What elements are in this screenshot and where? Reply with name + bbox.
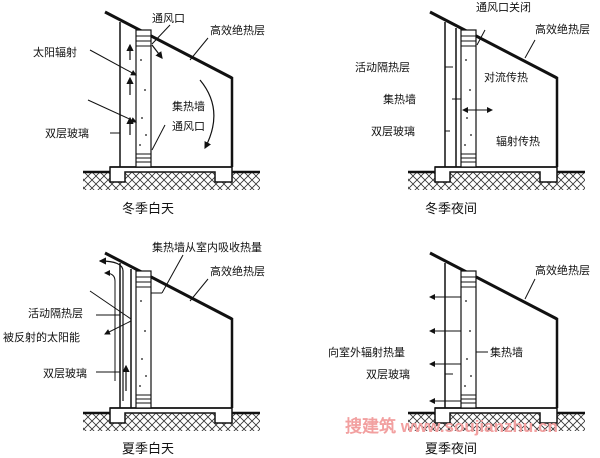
label-double-glass: 双层玻璃	[366, 367, 410, 381]
trombe-wall	[135, 29, 152, 168]
leader-line	[524, 278, 536, 300]
air-in-arrow	[151, 44, 163, 59]
trombe-wall	[460, 29, 477, 168]
label-vent-bottom: 通风口	[172, 120, 205, 133]
concrete-dot	[141, 117, 143, 119]
reflected-arrow	[104, 320, 132, 335]
watermark: 搜建筑 www.soujianzhu.cn	[345, 416, 558, 436]
concrete-dot	[145, 375, 147, 377]
caption-summer-night: 夏季夜间	[425, 442, 477, 457]
caption-winter-day: 冬季白天	[122, 201, 174, 217]
air-out-arrow	[98, 257, 124, 401]
leader-line	[476, 29, 486, 46]
concrete-dot	[140, 59, 142, 61]
label-convection: 对流传热	[484, 70, 528, 84]
concrete-dot	[144, 89, 146, 91]
trombe-wall	[135, 270, 152, 409]
leader-line	[524, 39, 536, 59]
label-wall-absorbs-heat: 集热墙从室内吸收热量	[152, 240, 262, 254]
leader-line	[151, 124, 166, 151]
air-out-arrow	[104, 270, 116, 381]
concrete-dot	[464, 144, 466, 146]
label-insulation: 高效绝热层	[210, 264, 265, 278]
concrete-dot	[466, 358, 468, 360]
insulated-roof	[104, 10, 233, 80]
label-insulation: 高效绝热层	[535, 22, 590, 36]
concrete-dot	[141, 358, 143, 360]
solar-ray-arrow	[89, 49, 137, 76]
leader-line	[189, 37, 209, 61]
label-trombe-wall: 集热墙	[490, 345, 523, 359]
air-circulation-arrow	[199, 79, 215, 150]
concrete-dot	[145, 134, 147, 136]
concrete-dot	[464, 385, 466, 387]
label-vent-closed: 通风口关闭	[476, 0, 531, 14]
label-trombe-wall: 集热墙	[172, 99, 205, 113]
panel-summer-day	[83, 251, 260, 431]
label-reflected-solar: 被反射的太阳能	[3, 330, 80, 344]
insulated-roof	[429, 10, 558, 80]
trombe-wall	[460, 270, 477, 409]
label-solar-radiation: 太阳辐射	[33, 45, 77, 59]
concrete-dot	[469, 330, 471, 332]
panel-winter-day	[83, 10, 260, 190]
solar-ray-arrow	[87, 99, 137, 123]
label-insulation: 高效绝热层	[210, 23, 265, 37]
concrete-dot	[139, 385, 141, 387]
concrete-dot	[465, 59, 467, 61]
leader-line	[161, 254, 184, 294]
label-movable-insulation: 活动隔热层	[355, 61, 410, 74]
label-radiation: 辐射传热	[496, 134, 540, 148]
caption-summer-day: 夏季白天	[122, 441, 174, 457]
concrete-dot	[144, 330, 146, 332]
caption-winter-night: 冬季夜间	[425, 201, 477, 217]
label-movable-insulation: 活动隔热层	[28, 307, 83, 320]
label-vent-top: 通风口	[152, 12, 185, 25]
leader-line	[151, 24, 171, 45]
concrete-dot	[140, 300, 142, 302]
insulated-roof	[429, 251, 558, 321]
concrete-dot	[470, 375, 472, 377]
concrete-dot	[465, 300, 467, 302]
concrete-dot	[466, 117, 468, 119]
label-double-glass: 双层玻璃	[43, 366, 87, 380]
leader-line	[189, 278, 209, 302]
label-insulation: 高效绝热层	[535, 263, 590, 277]
concrete-dot	[470, 134, 472, 136]
label-radiate-outward: 向室外辐射热量	[328, 345, 405, 359]
insulated-roof	[104, 251, 233, 321]
panel-summer-night	[408, 251, 585, 431]
concrete-dot	[139, 144, 141, 146]
panel-winter-night	[408, 10, 585, 190]
label-double-glass: 双层玻璃	[45, 126, 89, 140]
solar-ray-arrow	[89, 290, 132, 320]
label-double-glass: 双层玻璃	[371, 124, 415, 138]
label-trombe-wall: 集热墙	[383, 92, 416, 106]
concrete-dot	[469, 89, 471, 91]
